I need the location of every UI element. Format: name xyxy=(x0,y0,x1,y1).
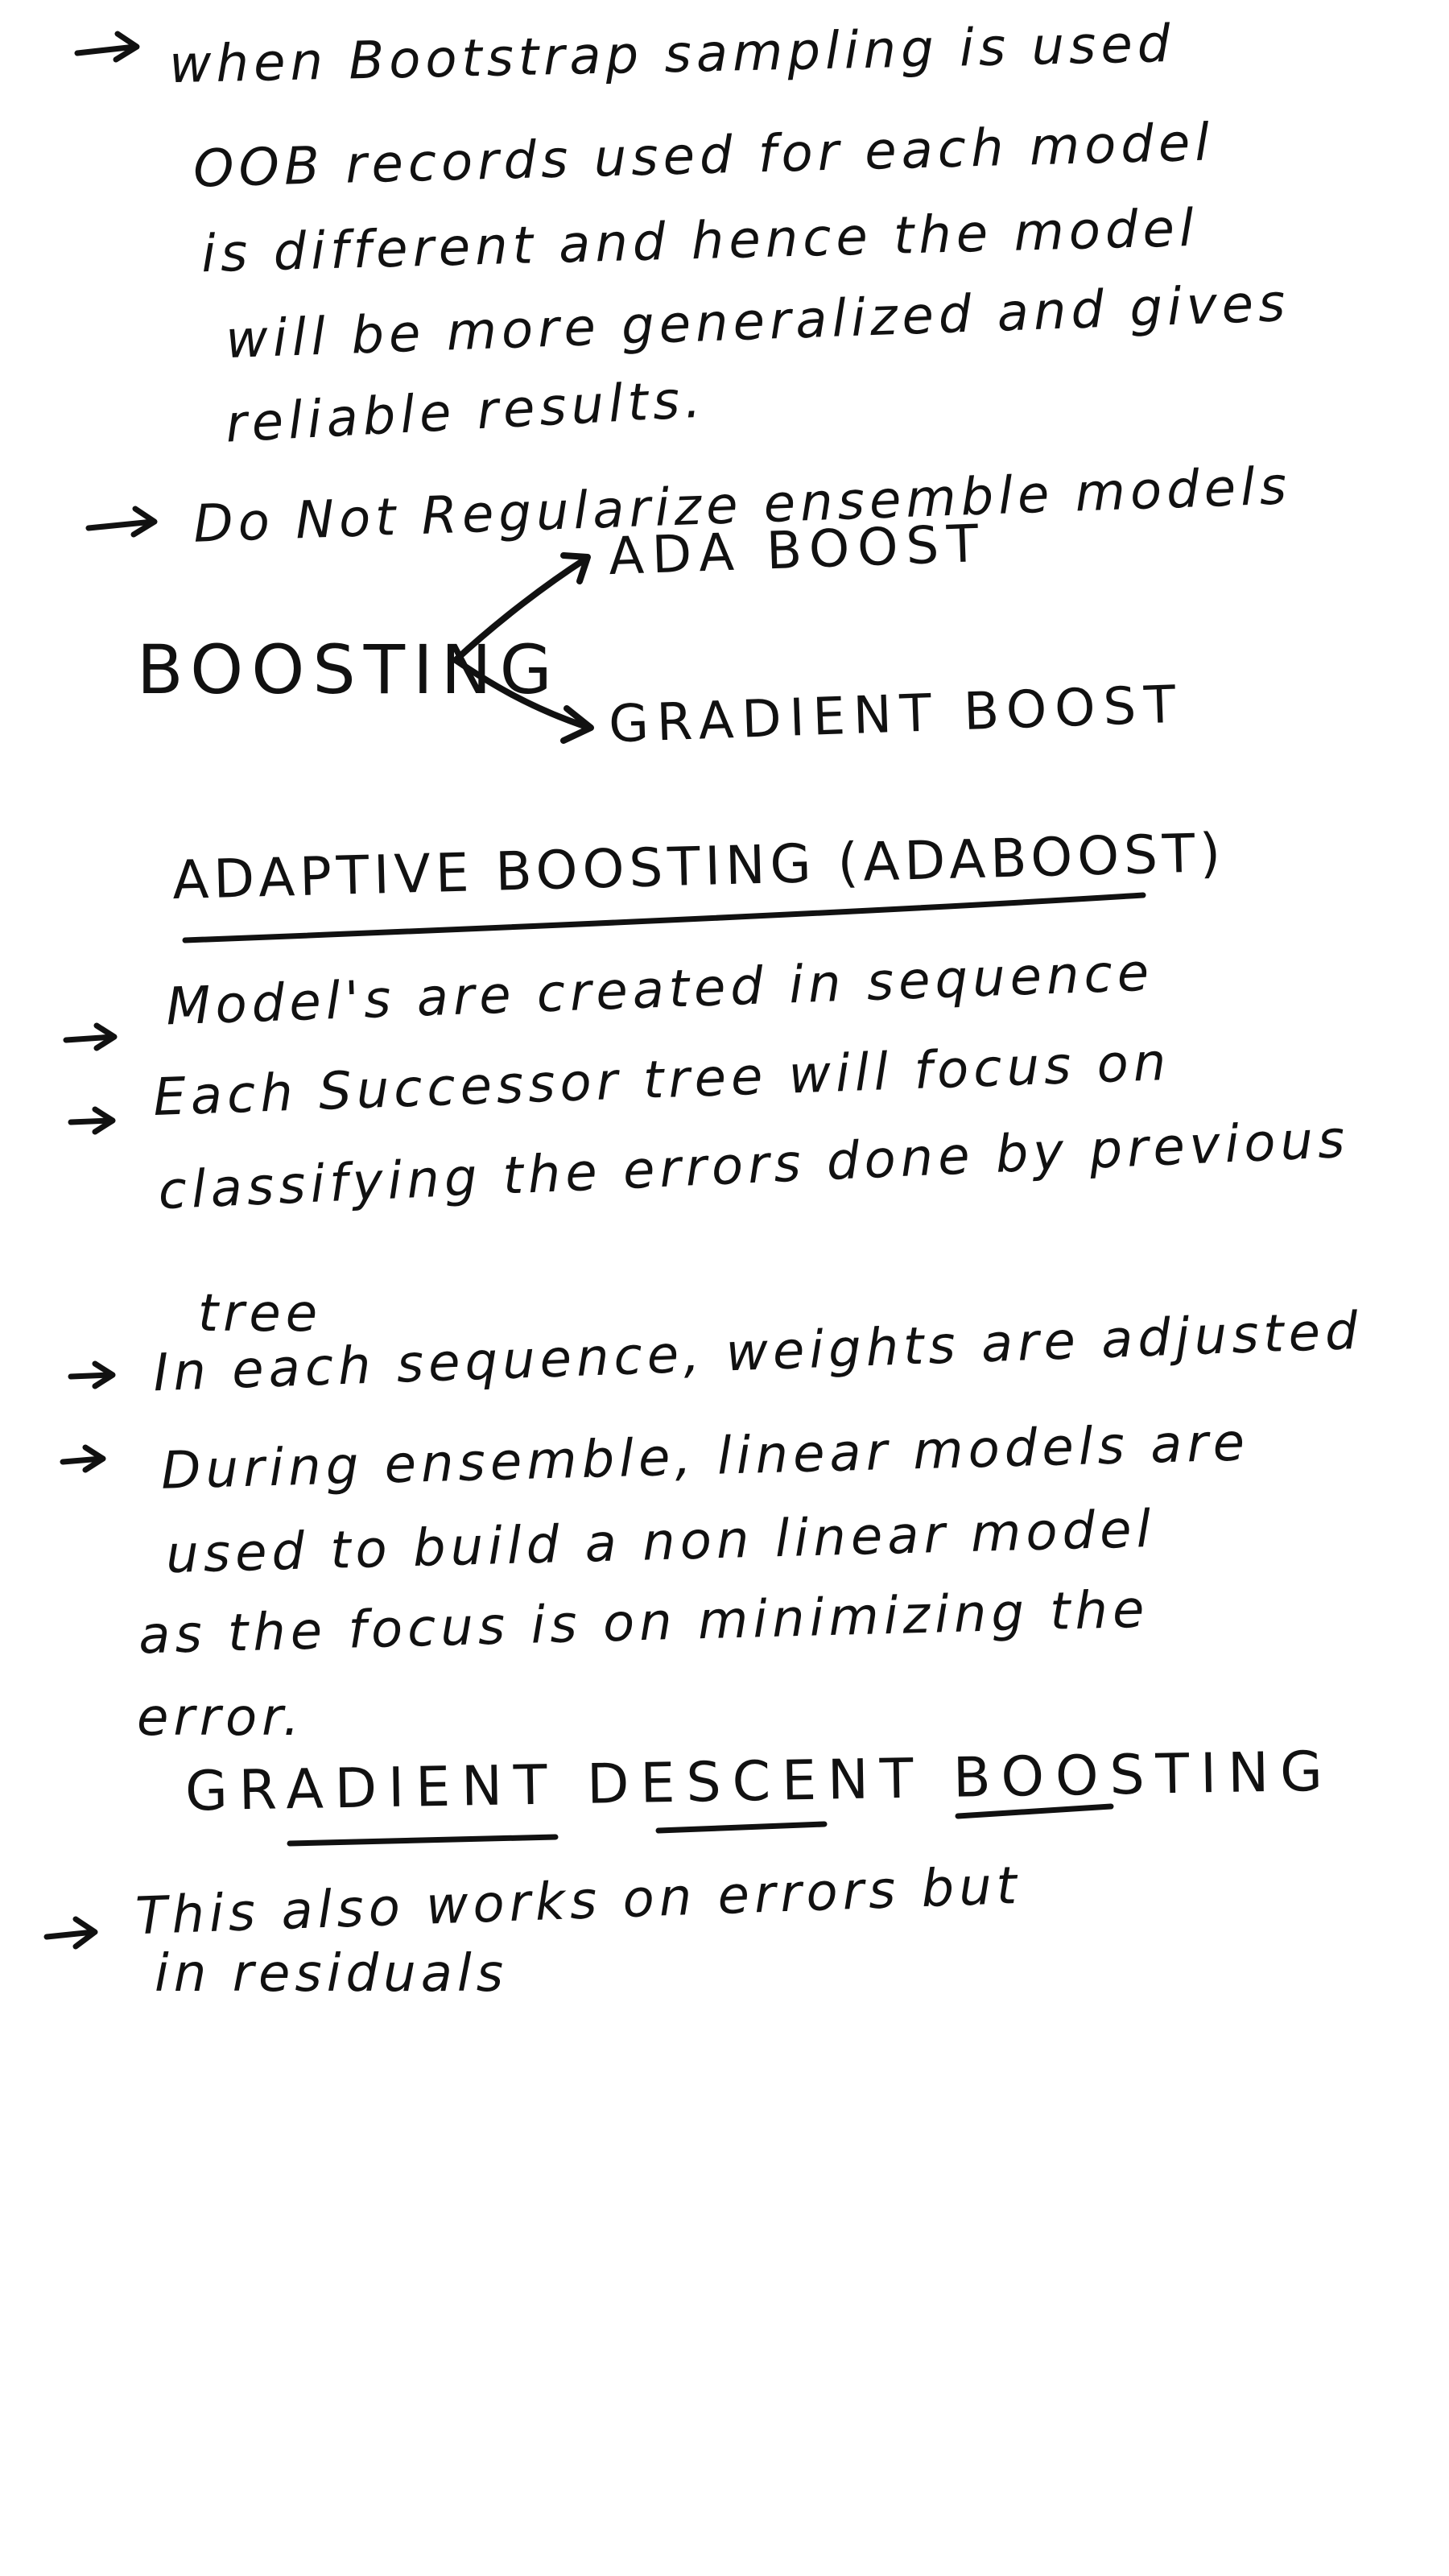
arrow-right-icon xyxy=(68,1106,116,1135)
heading-underline xyxy=(182,892,1146,943)
arrow-right-icon xyxy=(63,1022,118,1051)
arrow-right-icon xyxy=(85,506,158,538)
boosting-branch-label: ADA BOOST xyxy=(607,514,988,588)
note-line: error. xyxy=(137,1688,304,1748)
arrow-right-icon xyxy=(68,1360,116,1389)
note-line: in residuals xyxy=(155,1944,509,2004)
arrow-right-icon xyxy=(43,1916,98,1950)
note-line: tree xyxy=(198,1284,323,1344)
arrow-right-icon xyxy=(60,1444,106,1473)
arrow-right-icon xyxy=(74,31,140,63)
boosting-root-label: BOOSTING xyxy=(137,630,560,709)
branch-arrow-icon xyxy=(452,552,594,744)
heading-underline xyxy=(287,1803,1114,1847)
